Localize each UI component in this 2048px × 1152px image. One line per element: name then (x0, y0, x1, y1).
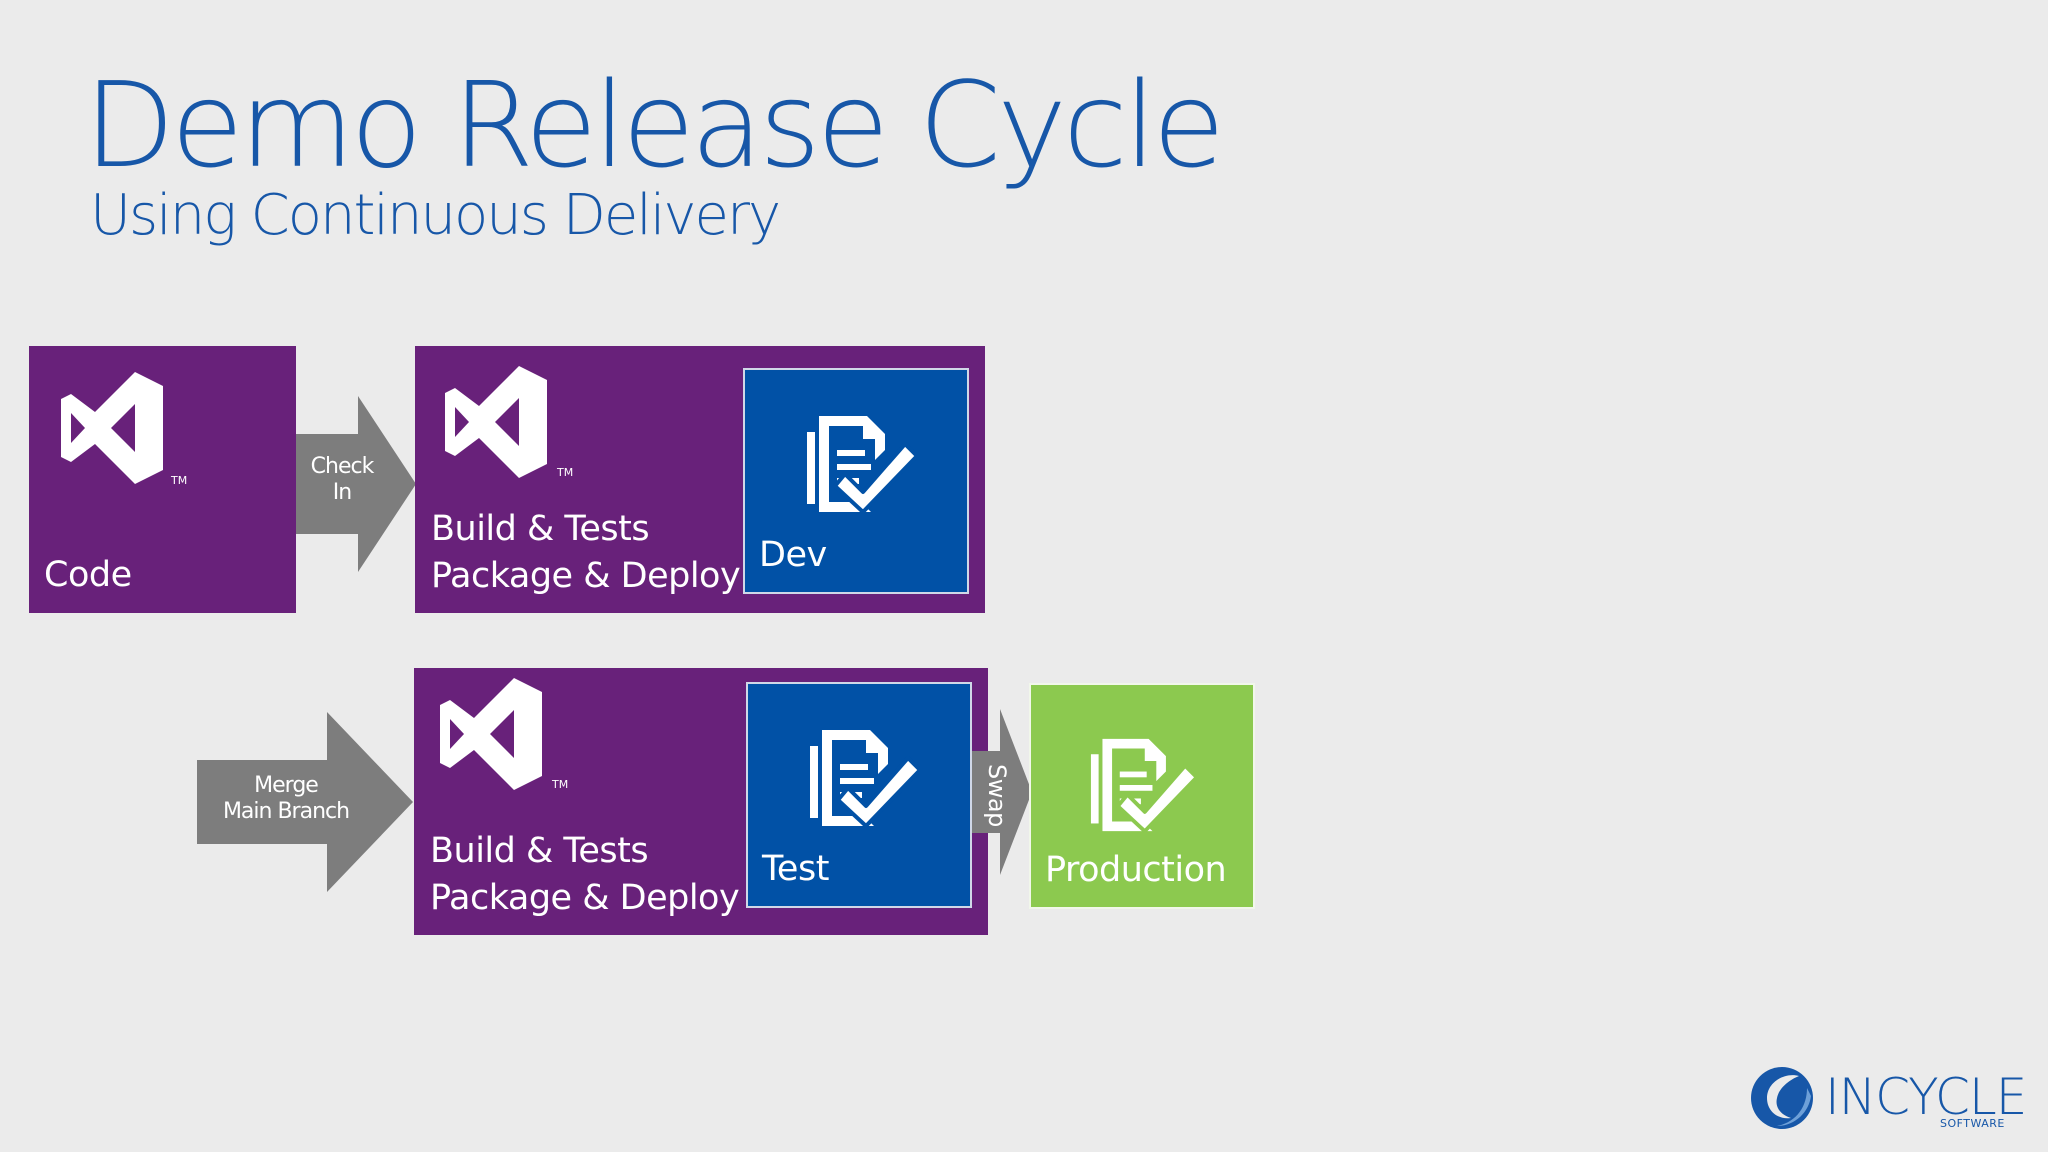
check-in-arrow (296, 396, 416, 572)
visual-studio-icon (445, 366, 547, 478)
test-environment-tile: Test (746, 682, 972, 908)
build-label-line1: Build & Tests (430, 831, 649, 871)
swap-arrow (972, 709, 1032, 875)
trademark-mark: TM (557, 466, 574, 479)
incycle-logo-tagline: SOFTWARE (1940, 1117, 2005, 1130)
test-tile-label: Test (762, 849, 829, 889)
dev-tile-label: Dev (759, 535, 827, 575)
build-label-line2: Package & Deploy (431, 556, 741, 596)
build-deploy-tile-row2: TM Build & Tests Package & Deploy Test (414, 668, 988, 935)
check-in-arrow-label: Check In (296, 454, 388, 506)
visual-studio-icon (61, 372, 163, 484)
trademark-mark: TM (171, 474, 188, 487)
slide-title: Demo Release Cycle (84, 56, 1225, 194)
merge-line1: Merge (254, 773, 319, 798)
build-deploy-tile-row1: TM Build & Tests Package & Deploy Dev (415, 346, 985, 613)
merge-arrow-label: Merge Main Branch (197, 773, 375, 825)
production-tile-label: Production (1045, 850, 1227, 890)
check-in-line1: Check (310, 454, 375, 479)
build-label-line1: Build & Tests (431, 509, 650, 549)
dev-environment-tile: Dev (743, 368, 969, 594)
merge-line2: Main Branch (222, 799, 350, 824)
build-label-line2: Package & Deploy (430, 878, 740, 918)
visual-studio-icon (440, 678, 542, 790)
slide-subtitle: Using Continuous Delivery (90, 183, 781, 248)
document-check-icon (807, 416, 917, 514)
incycle-logo-wordmark: INCYCLE (1825, 1068, 2027, 1126)
trademark-mark: TM (552, 778, 569, 791)
merge-main-branch-arrow (197, 712, 413, 892)
document-check-icon (1090, 738, 1197, 834)
document-check-icon (810, 730, 920, 828)
swap-arrow-label: Swap (983, 764, 1011, 827)
code-tile-label: Code (44, 555, 132, 595)
check-in-line2: In (332, 480, 352, 505)
incycle-logo-icon (1751, 1067, 1813, 1129)
code-tile: TM Code (29, 346, 296, 613)
production-environment-tile: Production (1029, 683, 1255, 909)
